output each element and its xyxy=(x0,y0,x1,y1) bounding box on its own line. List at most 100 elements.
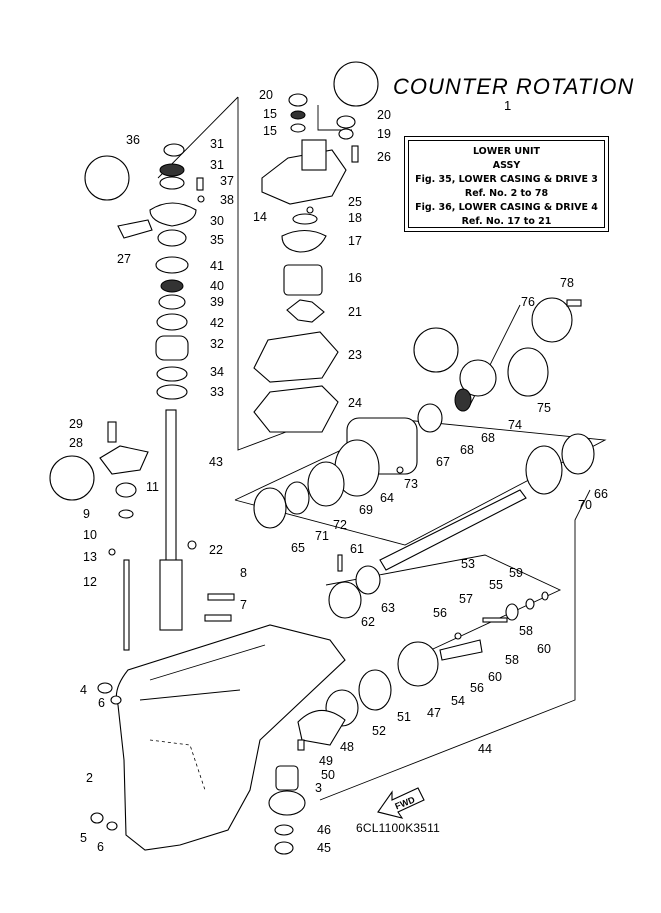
callout: 66 xyxy=(594,487,608,501)
callout: 34 xyxy=(210,365,224,379)
callout: 33 xyxy=(210,385,224,399)
box-line-1: Fig. 35, LOWER CASING & DRIVE 3 xyxy=(415,174,598,185)
callout: 74 xyxy=(508,418,522,432)
lower-casing xyxy=(90,624,346,851)
callout: 48 xyxy=(340,740,354,754)
callout: 8 xyxy=(240,566,247,580)
callout: 25 xyxy=(348,195,362,209)
callout: 75 xyxy=(537,401,551,415)
water-pump-parts xyxy=(253,61,379,433)
driveshaft-parts xyxy=(84,143,205,631)
assembly-reference-box: LOWER UNIT ASSY Fig. 35, LOWER CASING & … xyxy=(404,136,609,232)
callout: 18 xyxy=(348,211,362,225)
callout: 24 xyxy=(348,396,362,410)
callout: 4 xyxy=(80,683,87,697)
callout: 44 xyxy=(478,742,492,756)
box-heading: LOWER UNIT xyxy=(472,146,541,157)
box-line-3: Fig. 36, LOWER CASING & DRIVE 4 xyxy=(415,202,598,213)
callout: 31 xyxy=(210,158,224,172)
callout: 20 xyxy=(259,88,273,102)
callout: 27 xyxy=(117,252,131,266)
callout: 41 xyxy=(210,259,224,273)
assembly-reference-inner: LOWER UNIT ASSY Fig. 35, LOWER CASING & … xyxy=(408,140,605,228)
callout: 6 xyxy=(98,696,105,710)
callout: 56 xyxy=(470,681,484,695)
callout: 36 xyxy=(126,133,140,147)
callout: 67 xyxy=(436,455,450,469)
callout: 78 xyxy=(560,276,574,290)
callout: 57 xyxy=(459,592,473,606)
propeller-shaft-gears xyxy=(268,433,595,855)
callout: 76 xyxy=(521,295,535,309)
callout: 60 xyxy=(537,642,551,656)
callout: 53 xyxy=(461,557,475,571)
callout: 31 xyxy=(210,137,224,151)
shift-parts xyxy=(49,421,235,651)
callout: 21 xyxy=(348,305,362,319)
callout: 68 xyxy=(460,443,474,457)
callout: 11 xyxy=(146,480,159,494)
callout: 30 xyxy=(210,214,224,228)
fwd-arrow: FWD xyxy=(377,787,425,819)
assembly-ref-number: 1 xyxy=(504,98,512,113)
callout: 20 xyxy=(377,108,391,122)
callout: 47 xyxy=(427,706,441,720)
callout: 60 xyxy=(488,670,502,684)
callout: 51 xyxy=(397,710,411,724)
callout: 72 xyxy=(333,518,347,532)
callout: 32 xyxy=(210,337,224,351)
box-subheading: ASSY xyxy=(492,160,521,171)
callout: 58 xyxy=(505,653,519,667)
callout: 68 xyxy=(481,431,495,445)
callout: 6 xyxy=(97,840,104,854)
callout: 45 xyxy=(317,841,331,855)
callout: 61 xyxy=(350,542,364,556)
callout: 38 xyxy=(220,193,234,207)
callout: 63 xyxy=(381,601,395,615)
callout: 3 xyxy=(315,781,322,795)
box-line-2: Ref. No. 2 to 78 xyxy=(464,188,549,199)
callout-labels: 20 15 15 20 19 26 36 31 31 37 38 30 35 2… xyxy=(69,88,608,855)
callout: 35 xyxy=(210,233,224,247)
callout: 9 xyxy=(83,507,90,521)
callout: 39 xyxy=(210,295,224,309)
callout: 42 xyxy=(210,316,224,330)
callout: 26 xyxy=(377,150,391,164)
box-line-4: Ref. No. 17 to 21 xyxy=(461,216,552,227)
callout: 40 xyxy=(210,279,224,293)
callout: 16 xyxy=(348,271,362,285)
callout: 54 xyxy=(451,694,465,708)
callout: 52 xyxy=(372,724,386,738)
callout: 70 xyxy=(578,498,592,512)
callout: 59 xyxy=(509,566,523,580)
callout: 12 xyxy=(83,575,97,589)
callout: 58 xyxy=(519,624,533,638)
callout: 15 xyxy=(263,107,277,121)
callout: 65 xyxy=(291,541,305,555)
callout: 29 xyxy=(69,417,83,431)
callout: 17 xyxy=(348,234,362,248)
callout: 2 xyxy=(86,771,93,785)
callout: 62 xyxy=(361,615,375,629)
callout: 46 xyxy=(317,823,331,837)
diagram-title: COUNTER ROTATION xyxy=(393,74,635,99)
callout: 50 xyxy=(321,768,335,782)
callout: 37 xyxy=(220,174,234,188)
callout: 23 xyxy=(348,348,362,362)
callout: 13 xyxy=(83,550,97,564)
callout: 22 xyxy=(209,543,223,557)
callout: 49 xyxy=(319,754,333,768)
callout: 73 xyxy=(404,477,418,491)
callout: 10 xyxy=(83,528,97,542)
drawing-code: 6CL1100K3511 xyxy=(356,821,441,835)
callout: 28 xyxy=(69,436,83,450)
propeller-shaft-housing xyxy=(253,297,582,529)
callout: 71 xyxy=(315,529,329,543)
callout: 5 xyxy=(80,831,87,845)
callout: 64 xyxy=(380,491,394,505)
callout: 56 xyxy=(433,606,447,620)
callout: 7 xyxy=(240,598,247,612)
callout: 19 xyxy=(377,127,391,141)
callout: 69 xyxy=(359,503,373,517)
